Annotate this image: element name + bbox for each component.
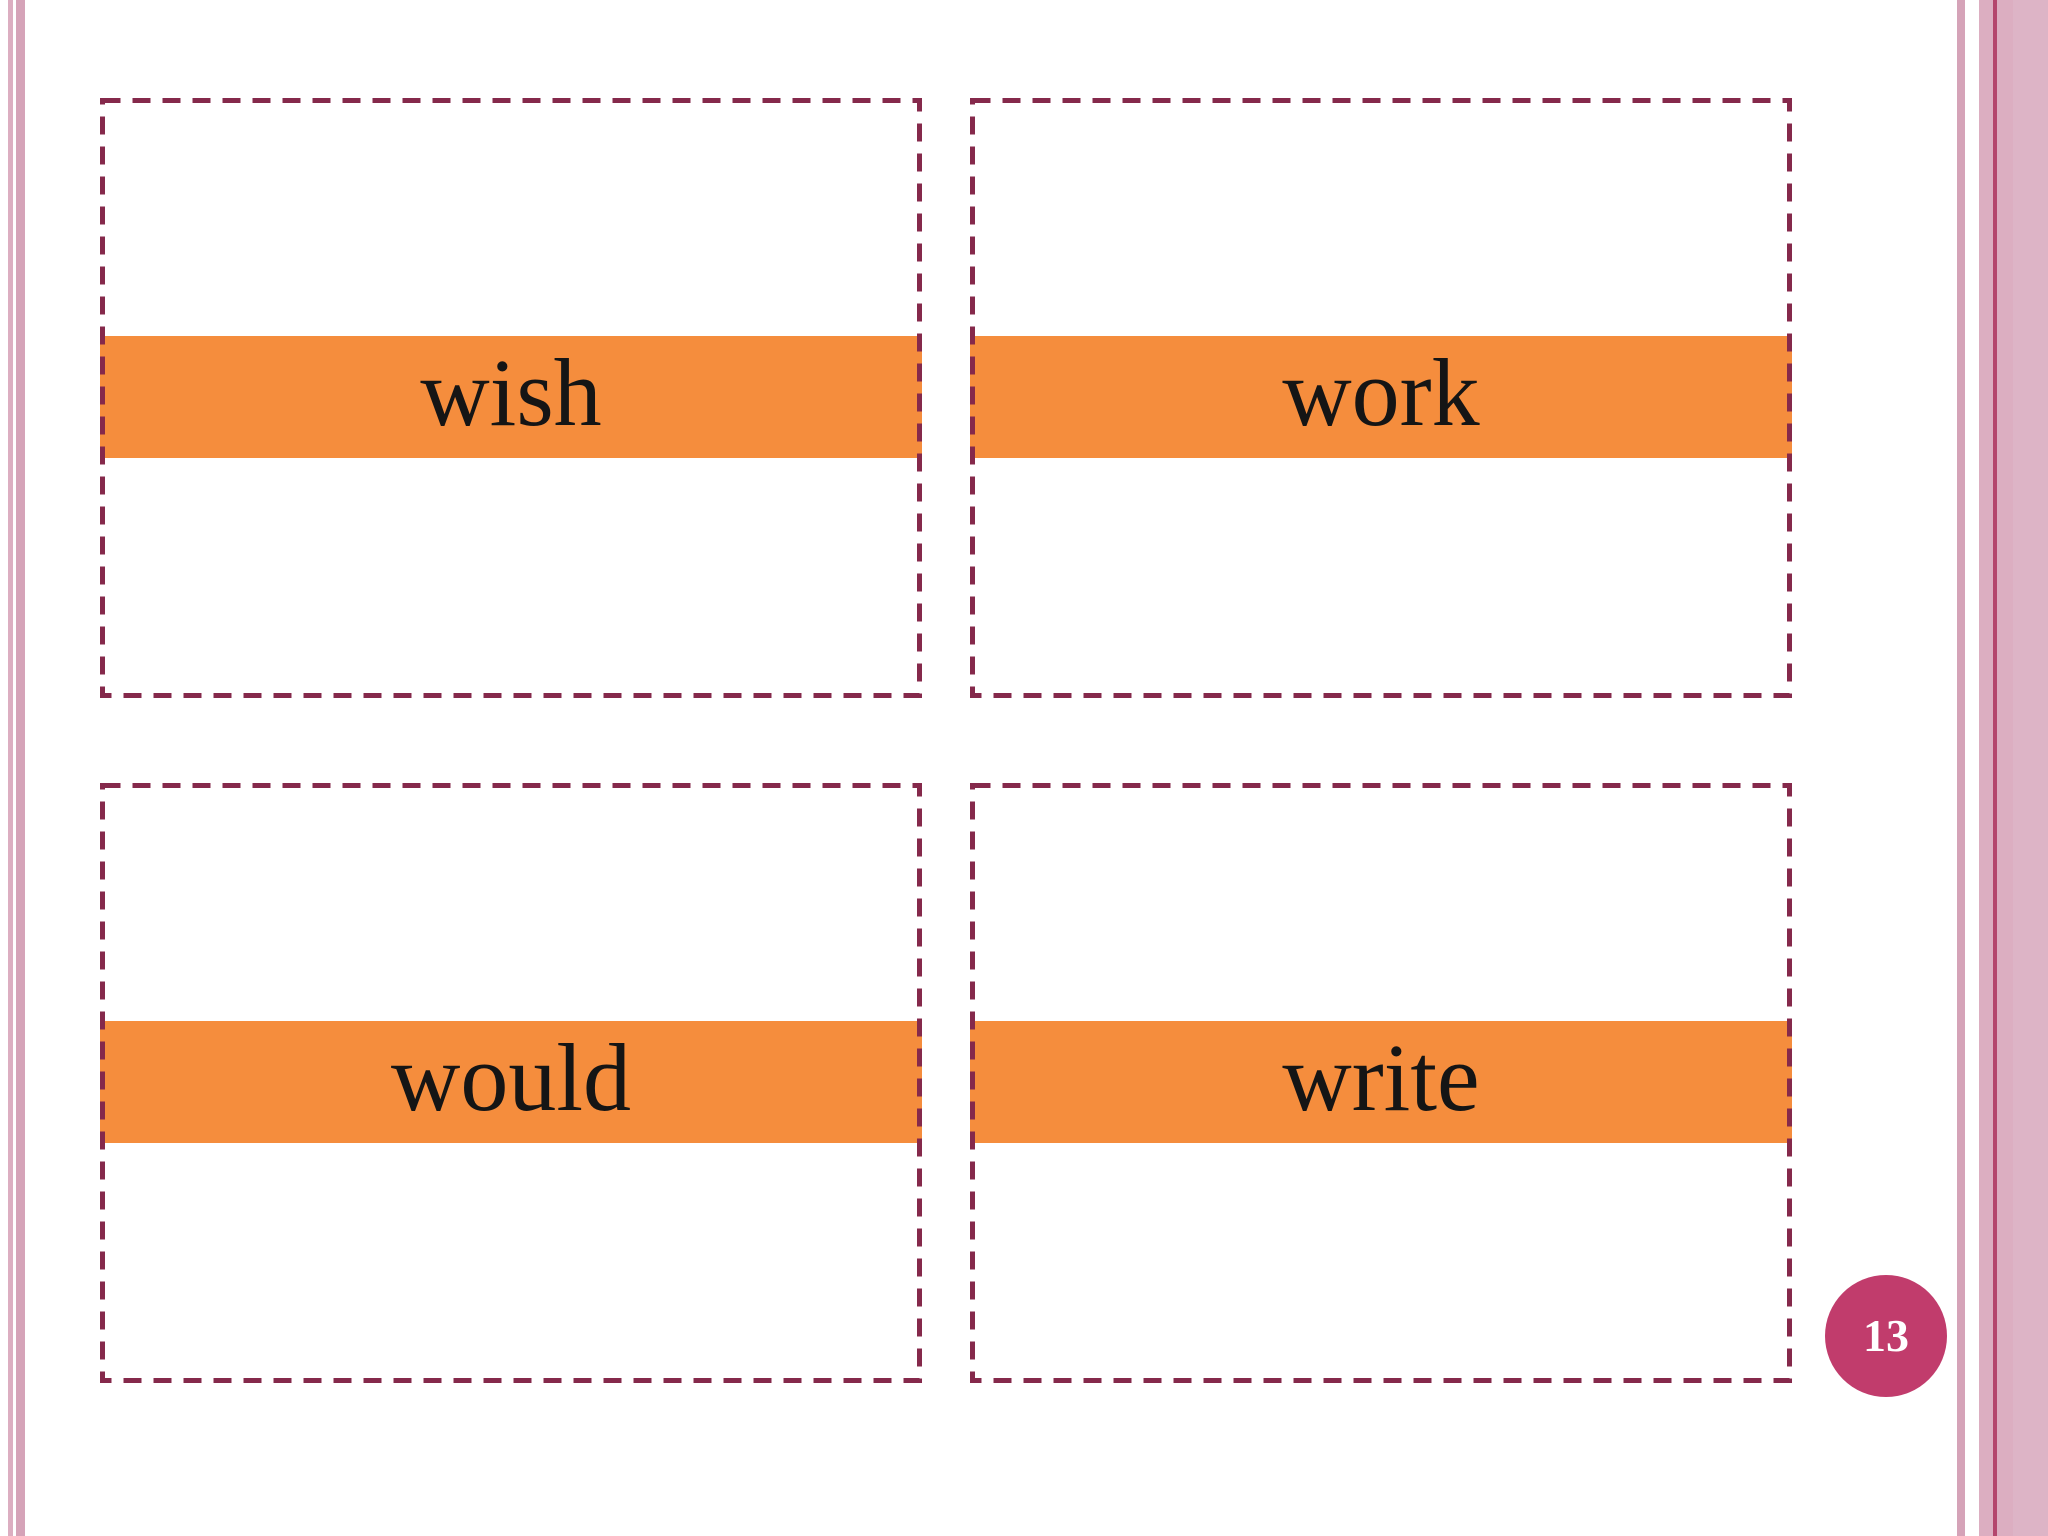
right-edge-stripe-thin bbox=[1957, 0, 1965, 1536]
word-label: write bbox=[1282, 1024, 1480, 1131]
word-band: wish bbox=[100, 336, 922, 458]
flashcard-wish: wish bbox=[100, 98, 922, 698]
page-number: 13 bbox=[1863, 1310, 1909, 1361]
word-band: work bbox=[970, 336, 1792, 458]
flashcard-work: work bbox=[970, 98, 1792, 698]
right-edge-crimson-line bbox=[1993, 0, 1997, 1536]
word-label: would bbox=[391, 1024, 631, 1131]
page-number-badge: 13 bbox=[1825, 1275, 1947, 1397]
flashcard-write: write bbox=[970, 783, 1792, 1383]
right-edge-band bbox=[1979, 0, 2048, 1536]
word-label: work bbox=[1282, 339, 1480, 446]
flashcard-would: would bbox=[100, 783, 922, 1383]
right-edge-band-pale bbox=[2013, 0, 2048, 1536]
left-edge-stripe-wide bbox=[16, 0, 25, 1536]
left-edge-stripe-thin bbox=[8, 0, 13, 1536]
word-label: wish bbox=[420, 339, 602, 446]
word-band: write bbox=[970, 1021, 1792, 1143]
word-band: would bbox=[100, 1021, 922, 1143]
